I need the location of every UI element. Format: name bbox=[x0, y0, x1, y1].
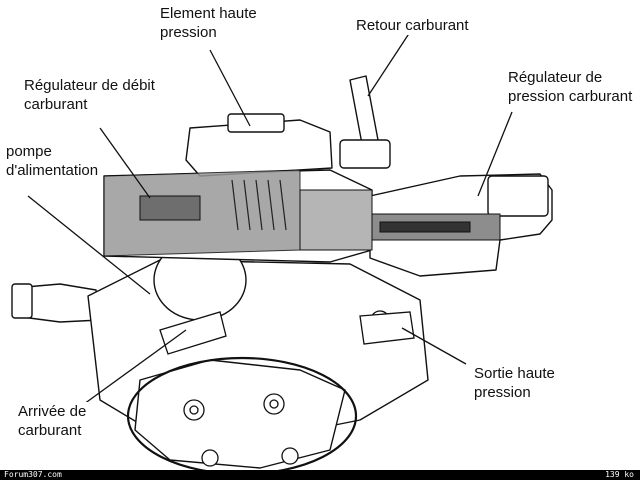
leader-arrivee-carburant bbox=[83, 329, 187, 405]
label-line: pompe bbox=[6, 143, 52, 160]
label-regulateur-debit: Régulateur de débit carburant bbox=[22, 76, 157, 114]
label-line: Element haute bbox=[160, 5, 257, 22]
return-nut bbox=[339, 139, 391, 169]
label-line: Régulateur de débit bbox=[24, 77, 155, 94]
mounting-flange bbox=[134, 359, 346, 469]
label-line: carburant bbox=[24, 96, 88, 113]
label-retour-carburant: Retour carburant bbox=[354, 16, 471, 35]
label-element-haute-pression: Element haute pression bbox=[158, 4, 259, 42]
leader-element-haute-pression bbox=[209, 49, 251, 127]
leader-retour-carburant bbox=[367, 31, 411, 97]
leader-regulateur-pression bbox=[477, 111, 513, 197]
top-cap bbox=[227, 113, 285, 133]
label-line: Arrivée de bbox=[18, 403, 87, 420]
label-pompe-alimentation: pompe d'alimentation bbox=[4, 142, 101, 180]
label-line: carburant bbox=[18, 422, 82, 439]
label-line: pression bbox=[474, 384, 531, 401]
label-arrivee-carburant: Arrivée de carburant bbox=[16, 402, 89, 440]
leader-lines bbox=[27, 31, 513, 405]
cutaway-section bbox=[103, 169, 501, 257]
label-line: d'alimentation bbox=[6, 162, 99, 179]
outlet-fitting bbox=[359, 311, 415, 345]
label-line: Retour carburant bbox=[356, 17, 469, 34]
leader-pompe-alimentation bbox=[27, 195, 151, 295]
left-inlet-cap bbox=[11, 283, 33, 319]
footer-file-size: 139 ko bbox=[605, 470, 634, 479]
fittings bbox=[159, 311, 415, 355]
label-regulateur-pression: Régulateur de pression carburant bbox=[506, 68, 635, 106]
inlet-fitting bbox=[159, 311, 227, 355]
label-sortie-haute-pression: Sortie haute pression bbox=[472, 364, 557, 402]
label-line: Régulateur de bbox=[508, 69, 603, 86]
high-pressure-block bbox=[185, 119, 333, 177]
leader-sortie-haute-pression bbox=[401, 327, 467, 365]
label-line: pression carburant bbox=[508, 88, 633, 105]
regulator-end bbox=[487, 175, 549, 217]
footer-bar: Forum307.com 139 ko bbox=[0, 470, 640, 480]
label-line: pression bbox=[160, 24, 217, 41]
label-line: Sortie haute bbox=[474, 365, 555, 382]
leader-regulateur-debit bbox=[99, 127, 151, 199]
footer-site: Forum307.com bbox=[4, 470, 62, 479]
